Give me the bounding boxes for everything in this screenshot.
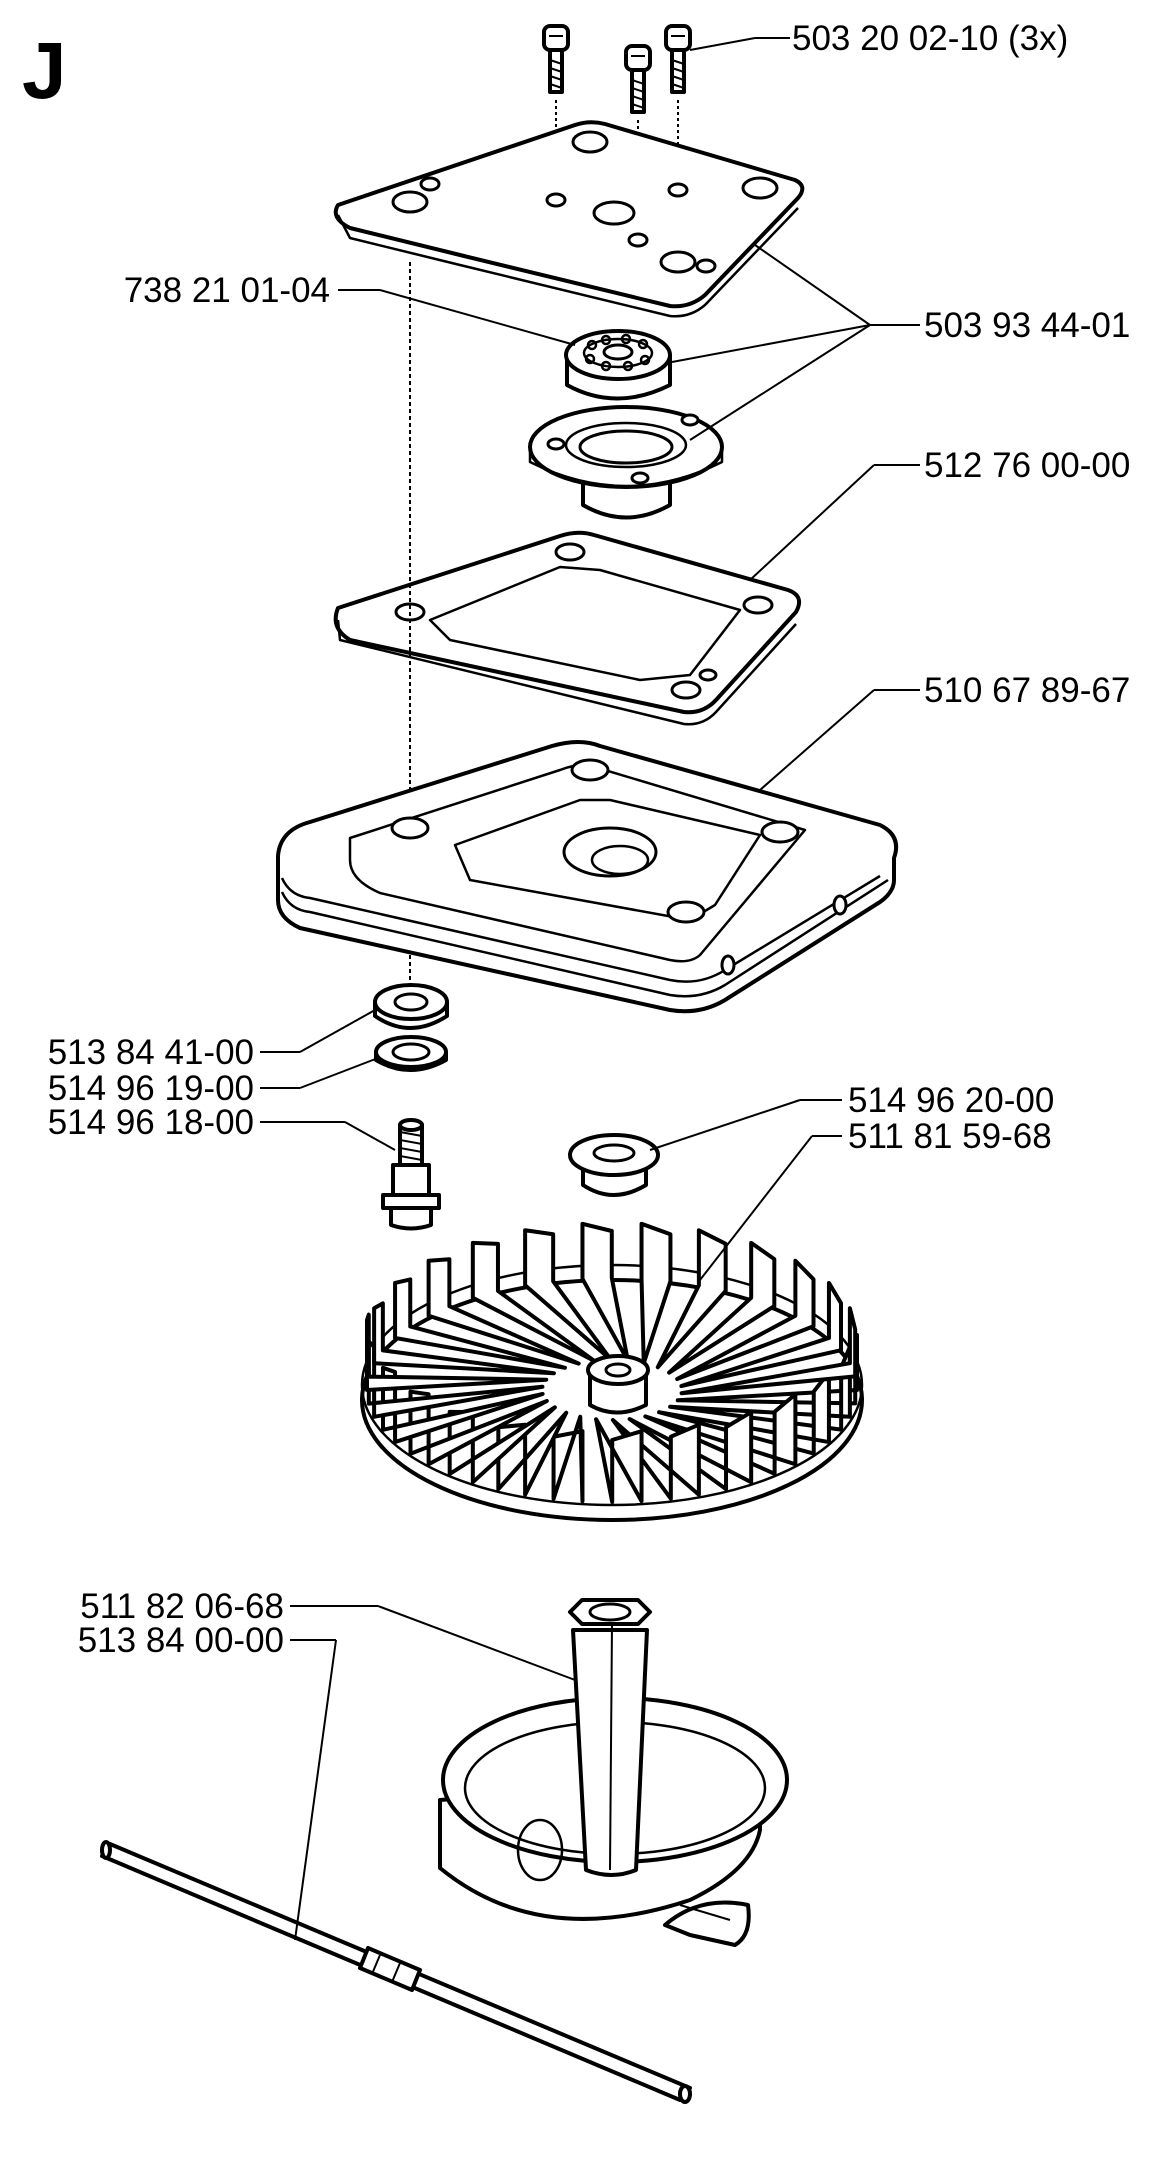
washer-drawing xyxy=(374,1035,448,1072)
drive-shaft-hub-drawing xyxy=(438,1598,789,1947)
fan-blade xyxy=(675,1258,816,1382)
label-pin: 514 96 18-00 xyxy=(48,1103,254,1142)
fan-blade xyxy=(372,1301,556,1376)
fan-blade xyxy=(523,1228,614,1362)
label-fan: 511 81 59-68 xyxy=(848,1117,1052,1156)
label-gasket: 512 76 00-00 xyxy=(924,446,1130,485)
fan-blade xyxy=(408,1389,549,1467)
drive-cable-drawing xyxy=(100,1840,692,2104)
leader-lines xyxy=(260,37,920,1941)
fan-blade xyxy=(639,1221,673,1366)
label-bushing: 514 96 20-00 xyxy=(848,1081,1054,1120)
fan-blade xyxy=(594,1417,644,1504)
fan-blade xyxy=(655,1228,728,1370)
bearing-flange-drawing xyxy=(528,405,724,520)
fan-blade xyxy=(679,1306,858,1396)
housing-drawing xyxy=(276,740,899,1014)
fan-blade xyxy=(470,1240,597,1363)
label-bearing-kit: 503 93 44-01 xyxy=(924,306,1130,345)
fan-blade xyxy=(667,1240,777,1375)
fan-blade xyxy=(551,1414,585,1504)
pin-drawing xyxy=(381,1118,441,1231)
label-spacer: 513 84 41-00 xyxy=(48,1033,254,1072)
bushing-drawing xyxy=(568,1133,660,1197)
fan-blade xyxy=(365,1312,549,1392)
top-plate-drawing xyxy=(333,120,805,318)
label-screw: 503 20 02-10 (3x) xyxy=(792,19,1068,58)
bearing-drawing xyxy=(564,329,672,401)
fan-drawing xyxy=(360,1221,864,1522)
label-drive-shaft-hub: 511 82 06-68 xyxy=(80,1587,284,1626)
fan-blade xyxy=(380,1365,545,1445)
fan-blade xyxy=(393,1277,567,1370)
fan-blade xyxy=(679,1280,844,1389)
fan-blade xyxy=(580,1221,630,1363)
label-washer: 514 96 19-00 xyxy=(48,1069,254,1108)
label-bearing: 738 21 01-04 xyxy=(124,271,330,310)
label-drive-cable: 513 84 00-00 xyxy=(78,1621,284,1660)
fan-blades xyxy=(365,1221,859,1504)
fan-blade xyxy=(366,1339,545,1419)
section-letter: J xyxy=(22,26,67,115)
label-housing: 510 67 89-67 xyxy=(924,671,1130,710)
fan-blade xyxy=(426,1257,581,1366)
spacer-drawing xyxy=(373,983,449,1030)
gasket-drawing xyxy=(333,530,802,726)
